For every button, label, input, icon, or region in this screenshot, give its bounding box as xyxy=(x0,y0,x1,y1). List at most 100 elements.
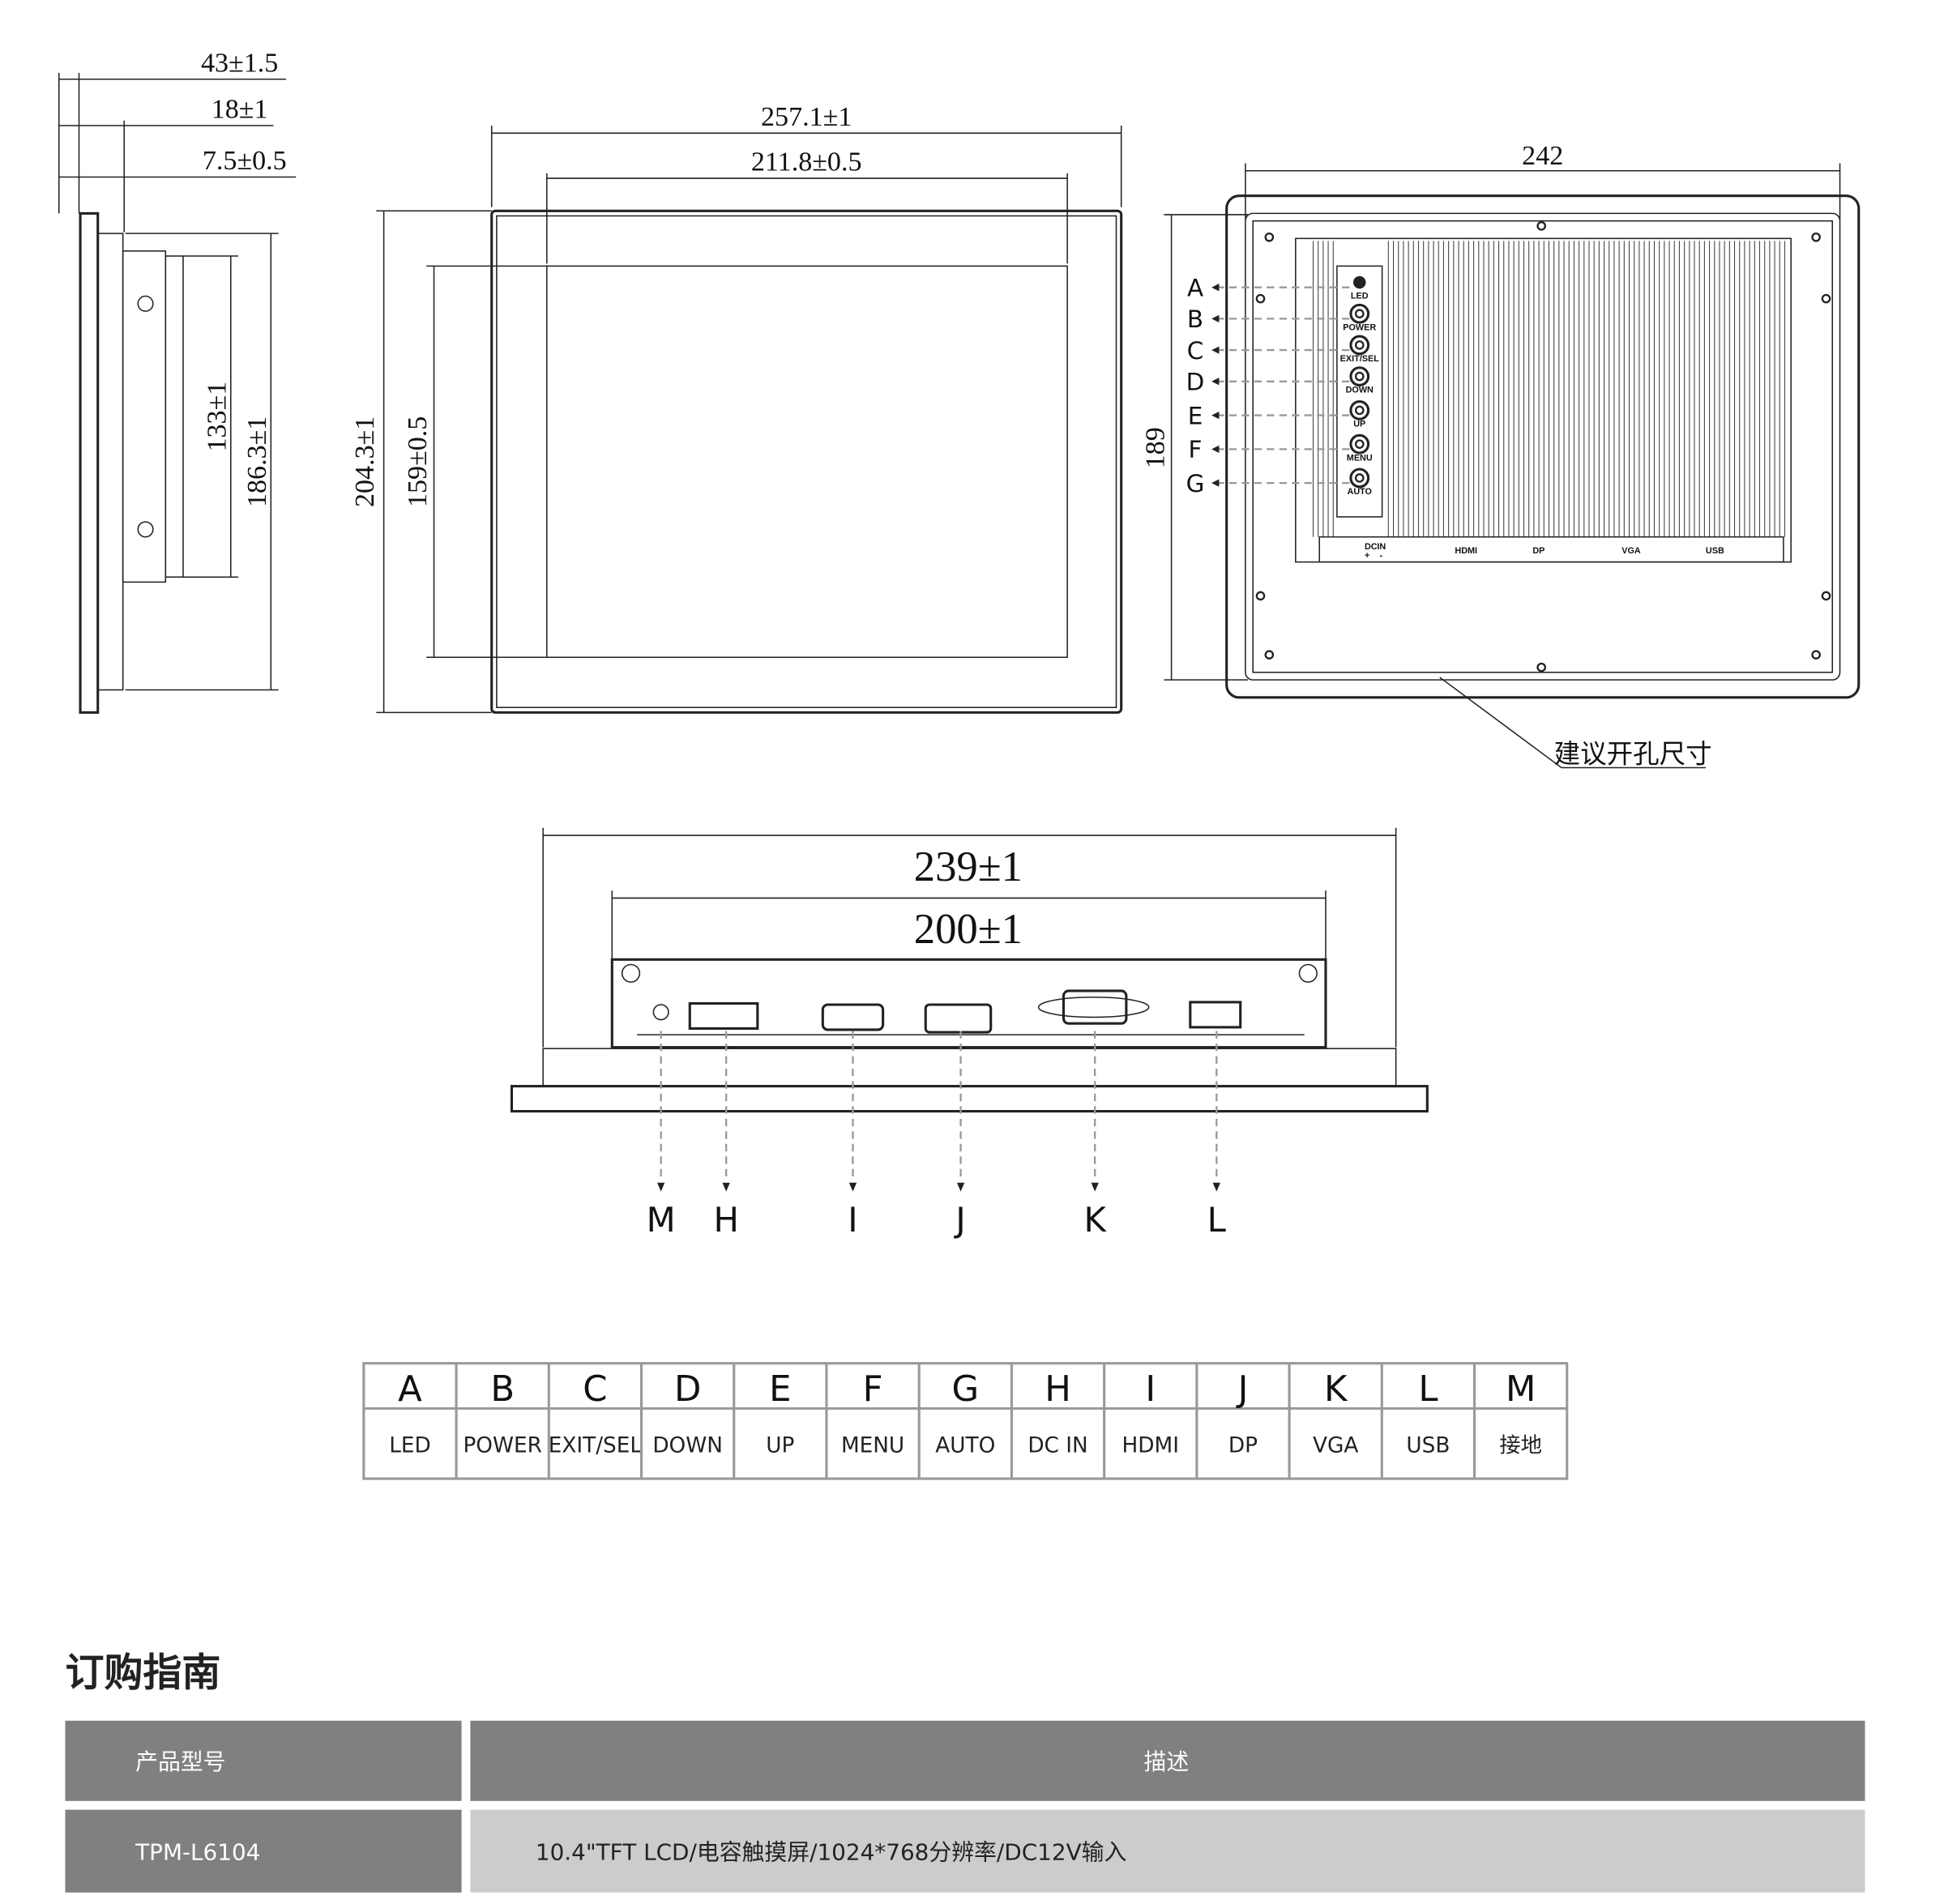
legend-name: VGA xyxy=(1313,1434,1358,1458)
callout-letter: G xyxy=(1186,470,1205,497)
dp-port xyxy=(924,1003,993,1034)
button-down-icon xyxy=(1349,366,1370,386)
mounting-holes xyxy=(1255,221,1831,672)
callout-letter: L xyxy=(1207,1200,1227,1240)
row-model: TPM-L6104 xyxy=(135,1839,260,1866)
arrow-icon xyxy=(1211,411,1220,420)
header-description: 描述 xyxy=(1144,1748,1190,1775)
button-label: POWER xyxy=(1343,322,1376,332)
callout-letter: E xyxy=(1188,402,1203,429)
callout-letter: C xyxy=(1187,337,1204,365)
front-view: 257.1±1 211.8±0.5 204.3±1 159±0.5 xyxy=(350,102,1123,714)
usb-port xyxy=(1189,1001,1242,1029)
arrow-icon xyxy=(722,1182,730,1192)
legend-name: DOWN xyxy=(652,1434,723,1458)
port-label-usb: USB xyxy=(1706,546,1724,556)
callout-letter: J xyxy=(953,1200,965,1240)
legend-name: EXIT/SEL xyxy=(549,1434,643,1458)
back-height-dim: 189 xyxy=(1140,427,1170,468)
header-model-cell xyxy=(65,1720,462,1801)
port-label-dp: DP xyxy=(1532,546,1545,556)
legend-name: 接地 xyxy=(1499,1434,1542,1458)
depth-bezel-dim: 7.5±0.5 xyxy=(203,146,287,176)
button-led-icon xyxy=(1353,275,1366,289)
row-model-cell xyxy=(65,1809,462,1893)
button-auto-icon xyxy=(1349,467,1370,489)
callout-letter: D xyxy=(1186,369,1205,396)
button-label: EXIT/SEL xyxy=(1340,354,1380,364)
legend-name: LED xyxy=(389,1434,431,1458)
heatsink-fins xyxy=(1312,241,1785,537)
port-label-vga: VGA xyxy=(1621,546,1641,556)
legend-name: DP xyxy=(1228,1434,1258,1458)
arrow-icon xyxy=(1211,445,1220,453)
body-height-side-dim: 186.3±1 xyxy=(242,416,272,507)
depth-total-dim: 43±1.5 xyxy=(201,48,278,78)
legend-name: DC IN xyxy=(1028,1434,1087,1458)
arrow-icon xyxy=(1211,346,1220,354)
button-label: AUTO xyxy=(1348,487,1372,497)
legend-letter: B xyxy=(490,1369,515,1410)
arrow-icon xyxy=(848,1182,857,1192)
back-width-dim: 242 xyxy=(1522,141,1563,171)
cutout-note: 建议开孔尺寸 xyxy=(1554,738,1712,769)
front-width-inner-dim: 211.8±0.5 xyxy=(751,147,862,177)
legend-name: USB xyxy=(1406,1434,1450,1458)
front-height-inner-dim: 159±0.5 xyxy=(403,416,433,507)
bottom-width-outer-dim: 239±1 xyxy=(914,843,1023,890)
arrow-icon xyxy=(1091,1182,1099,1192)
arrow-icon xyxy=(1211,284,1220,292)
legend-letter: G xyxy=(952,1369,980,1410)
button-menu-icon xyxy=(1349,433,1370,455)
legend-letter: L xyxy=(1418,1369,1438,1410)
port-label-hdmi: HDMI xyxy=(1455,546,1477,556)
legend-name: MENU xyxy=(841,1434,904,1458)
legend-letter: F xyxy=(863,1369,883,1410)
button-exit-sel-icon xyxy=(1349,335,1370,356)
header-desc-cell xyxy=(470,1720,1865,1801)
button-label: MENU xyxy=(1347,453,1373,463)
legend-letter: E xyxy=(769,1369,791,1410)
callout-letter: F xyxy=(1189,436,1203,463)
arrow-icon xyxy=(1211,314,1220,323)
vga-port xyxy=(1062,989,1128,1025)
port-label-in: IN xyxy=(1377,542,1386,552)
legend-letter: C xyxy=(583,1369,607,1410)
legend-letter: H xyxy=(1045,1369,1071,1410)
callout-letter: A xyxy=(1187,275,1203,302)
legend-name: POWER xyxy=(463,1434,541,1458)
ordering-guide: 订购指南 产品型号 描述 TPM-L6104 10.4"TFT LCD/电容触摸… xyxy=(65,1650,1865,1893)
arrow-icon xyxy=(1211,479,1220,487)
arrow-icon xyxy=(1211,378,1220,386)
legend-letter: J xyxy=(1236,1369,1249,1410)
dc-in-connector xyxy=(688,1001,759,1030)
legend-name: UP xyxy=(766,1434,794,1458)
depth-body-dim: 18±1 xyxy=(211,95,268,125)
arrow-icon xyxy=(657,1182,665,1192)
legend-letter: A xyxy=(398,1369,422,1410)
port-label-dc: DC xyxy=(1365,542,1378,552)
header-model: 产品型号 xyxy=(135,1748,225,1775)
legend-name: AUTO xyxy=(935,1434,995,1458)
legend-letter: D xyxy=(674,1369,701,1410)
legend-letter: M xyxy=(1506,1369,1536,1410)
ordering-title: 订购指南 xyxy=(65,1650,220,1695)
arrow-icon xyxy=(956,1182,965,1192)
port-label-minus: - xyxy=(1380,551,1383,561)
legend-letter: I xyxy=(1145,1369,1156,1410)
bottom-width-inner-dim: 200±1 xyxy=(914,906,1023,953)
screen-height-side-dim: 133±1 xyxy=(203,382,233,452)
front-width-outer-dim: 257.1±1 xyxy=(761,102,852,132)
callout-letter: M xyxy=(647,1200,676,1240)
side-view: 43±1.5 18±1 7.5±0.5 133±1 186.3±1 xyxy=(58,48,297,714)
legend-name: HDMI xyxy=(1122,1434,1179,1458)
button-up-icon xyxy=(1349,399,1370,421)
callout-letter: B xyxy=(1187,305,1203,333)
callout-letter: K xyxy=(1083,1200,1107,1240)
legend-letter: K xyxy=(1324,1369,1348,1410)
hdmi-port xyxy=(821,1003,885,1031)
